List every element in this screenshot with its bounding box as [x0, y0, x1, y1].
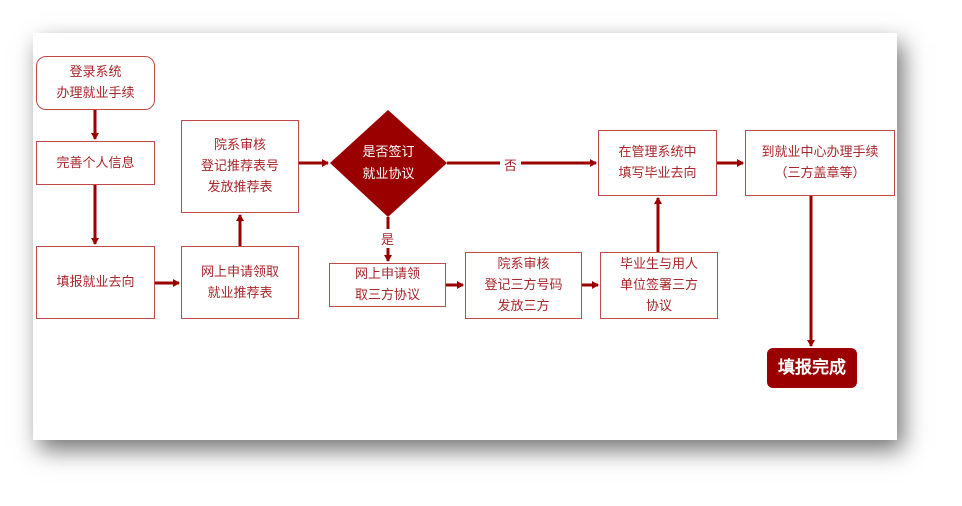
- node-text: 办理就业手续: [56, 86, 135, 101]
- node-text: 院系审核: [213, 138, 266, 153]
- node-text: 毕业生与用人: [619, 257, 698, 272]
- node-fill: 填报就业去向: [36, 246, 155, 319]
- node-apply-tripartite: 网上申请领取三方协议: [329, 263, 446, 307]
- node-text: 在管理系统中: [618, 145, 697, 160]
- node-text: 登录系统: [69, 65, 122, 80]
- node-review-recommendation: 院系审核登记推荐表号发放推荐表: [181, 120, 299, 213]
- node-text: 到就业中心办理手续: [761, 145, 879, 160]
- node-start: 登录系统办理就业手续: [36, 56, 155, 110]
- node-management: 在管理系统中填写毕业去向: [598, 130, 717, 196]
- node-done: 填报完成: [767, 348, 857, 388]
- label-yes: 是: [377, 229, 399, 248]
- node-info: 完善个人信息: [36, 141, 155, 185]
- node-text: 网上申请领取: [200, 264, 279, 280]
- node-sign: 毕业生与用人单位签署三方协议: [600, 252, 718, 319]
- diagram-canvas: [33, 33, 897, 440]
- node-text: 填写毕业去向: [618, 166, 697, 181]
- node-text: 就业协议: [362, 166, 415, 182]
- node-text: 院系审核: [497, 257, 550, 272]
- node-text: 填报完成: [778, 357, 846, 378]
- node-text: 完善个人信息: [56, 155, 135, 171]
- decision-diamond: [330, 110, 447, 217]
- node-text: 填报就业去向: [56, 275, 135, 290]
- node-text: 网上申请领: [354, 267, 420, 282]
- node-review-tripartite: 院系审核登记三方号码发放三方: [465, 252, 582, 319]
- node-text: （三方盖章等）: [774, 166, 866, 181]
- node-text: 协议: [645, 299, 672, 314]
- node-center: 到就业中心办理手续 （三方盖章等）: [745, 130, 895, 196]
- decision-text: 是否签订就业协议: [330, 110, 447, 217]
- node-apply-recommendation: 网上申请领取就业推荐表: [181, 246, 299, 319]
- node-text: 登记推荐表号: [200, 159, 279, 174]
- node-text: 单位签署三方: [619, 278, 698, 293]
- node-text: 就业推荐表: [207, 285, 273, 301]
- label-no: 否: [500, 155, 522, 174]
- node-text: 登记三方号码: [484, 278, 563, 293]
- node-text: 取三方协议: [354, 288, 420, 303]
- node-text: 发放推荐表: [207, 180, 273, 195]
- node-text: 是否签订: [362, 144, 415, 160]
- node-text: 发放三方: [497, 299, 550, 314]
